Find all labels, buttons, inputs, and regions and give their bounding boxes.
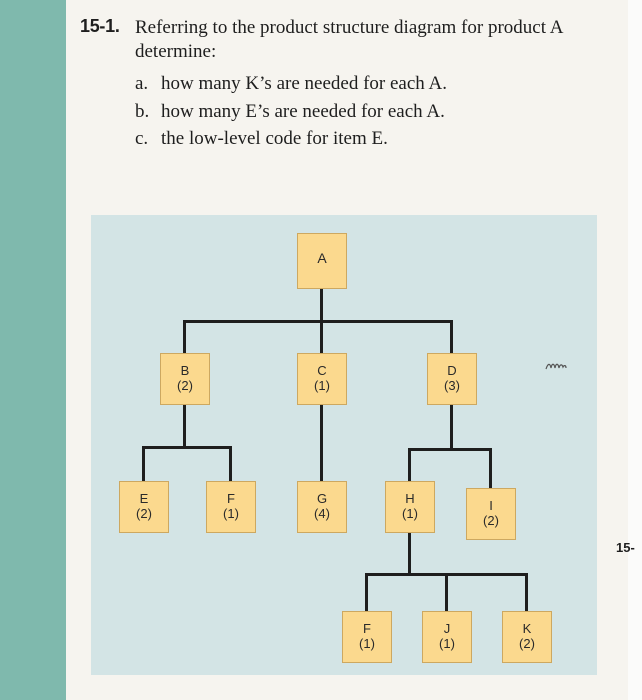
question-text: how many K’s are needed for each A. xyxy=(161,73,447,94)
node-label: F xyxy=(363,621,371,636)
node-quantity: (2) xyxy=(177,378,193,393)
edge-to-j xyxy=(445,573,448,611)
node-quantity: (2) xyxy=(519,636,535,651)
node-label: F xyxy=(227,491,235,506)
problem-number: 15-1. xyxy=(80,16,120,36)
left-margin-strip xyxy=(0,0,66,700)
product-structure-diagram: A B (2) C (1) D (3) E (2) F (1) G (4) H … xyxy=(91,215,597,675)
node-label: C xyxy=(317,363,327,378)
edge-d-bar xyxy=(408,448,492,451)
node-quantity: (1) xyxy=(439,636,455,651)
question-letter: a. xyxy=(135,73,149,94)
node-label: B xyxy=(180,363,190,378)
question-text: how many E’s are needed for each A. xyxy=(161,100,445,122)
node-d: D (3) xyxy=(427,353,477,405)
node-quantity: (1) xyxy=(402,506,418,521)
edge-to-f2 xyxy=(365,573,368,611)
edge-d-down xyxy=(450,405,453,450)
edge-b-bar xyxy=(142,446,232,449)
edge-to-f1 xyxy=(229,446,232,481)
node-a: A xyxy=(297,233,347,289)
question-list: a. how many K’s are needed for each A. b.… xyxy=(135,70,447,153)
edge-c-to-g xyxy=(320,405,323,481)
edge-to-i xyxy=(489,448,492,488)
node-quantity: (1) xyxy=(359,636,375,651)
edge-level1-bar xyxy=(183,320,453,323)
node-label: J xyxy=(443,621,451,636)
node-quantity: (1) xyxy=(223,506,239,521)
node-i: I (2) xyxy=(466,488,516,540)
node-e: E (2) xyxy=(119,481,169,533)
node-quantity: (4) xyxy=(314,506,330,521)
next-problem-number-partial: 15- xyxy=(616,540,635,555)
node-quantity: (2) xyxy=(483,513,499,528)
node-label: D xyxy=(447,363,457,378)
node-h: H (1) xyxy=(385,481,435,533)
node-b: B (2) xyxy=(160,353,210,405)
edge-b-down xyxy=(183,405,186,448)
question-text: the low-level code for item E. xyxy=(161,128,388,149)
node-label: H xyxy=(405,491,415,506)
node-f: F (1) xyxy=(206,481,256,533)
edge-to-c xyxy=(320,320,323,353)
question-letter: c. xyxy=(135,128,149,149)
question-item-c: c. the low-level code for item E. xyxy=(135,125,447,153)
node-f-lower: F (1) xyxy=(342,611,392,663)
question-item-b: b. how many E’s are needed for each A. xyxy=(135,98,447,126)
node-label: K xyxy=(522,621,532,636)
node-c: C (1) xyxy=(297,353,347,405)
question-letter: b. xyxy=(135,100,150,122)
node-label: E xyxy=(139,491,149,506)
node-g: G (4) xyxy=(297,481,347,533)
edge-to-h xyxy=(408,448,411,481)
node-j: J (1) xyxy=(422,611,472,663)
edge-to-b xyxy=(183,320,186,353)
node-k: K (2) xyxy=(502,611,552,663)
edge-to-k xyxy=(525,573,528,611)
question-item-a: a. how many K’s are needed for each A. xyxy=(135,70,447,98)
node-label: I xyxy=(489,498,493,513)
pen-scribble-mark xyxy=(544,360,568,378)
edge-a-down xyxy=(320,288,323,322)
edge-h-down xyxy=(408,533,411,575)
node-label: A xyxy=(317,250,327,266)
node-label: G xyxy=(316,491,328,506)
edge-to-d xyxy=(450,320,453,353)
edge-to-e xyxy=(142,446,145,481)
node-quantity: (3) xyxy=(444,378,460,393)
problem-stem: Referring to the product structure diagr… xyxy=(135,17,563,62)
node-quantity: (2) xyxy=(136,506,152,521)
node-quantity: (1) xyxy=(314,378,330,393)
right-page-edge xyxy=(628,0,642,700)
